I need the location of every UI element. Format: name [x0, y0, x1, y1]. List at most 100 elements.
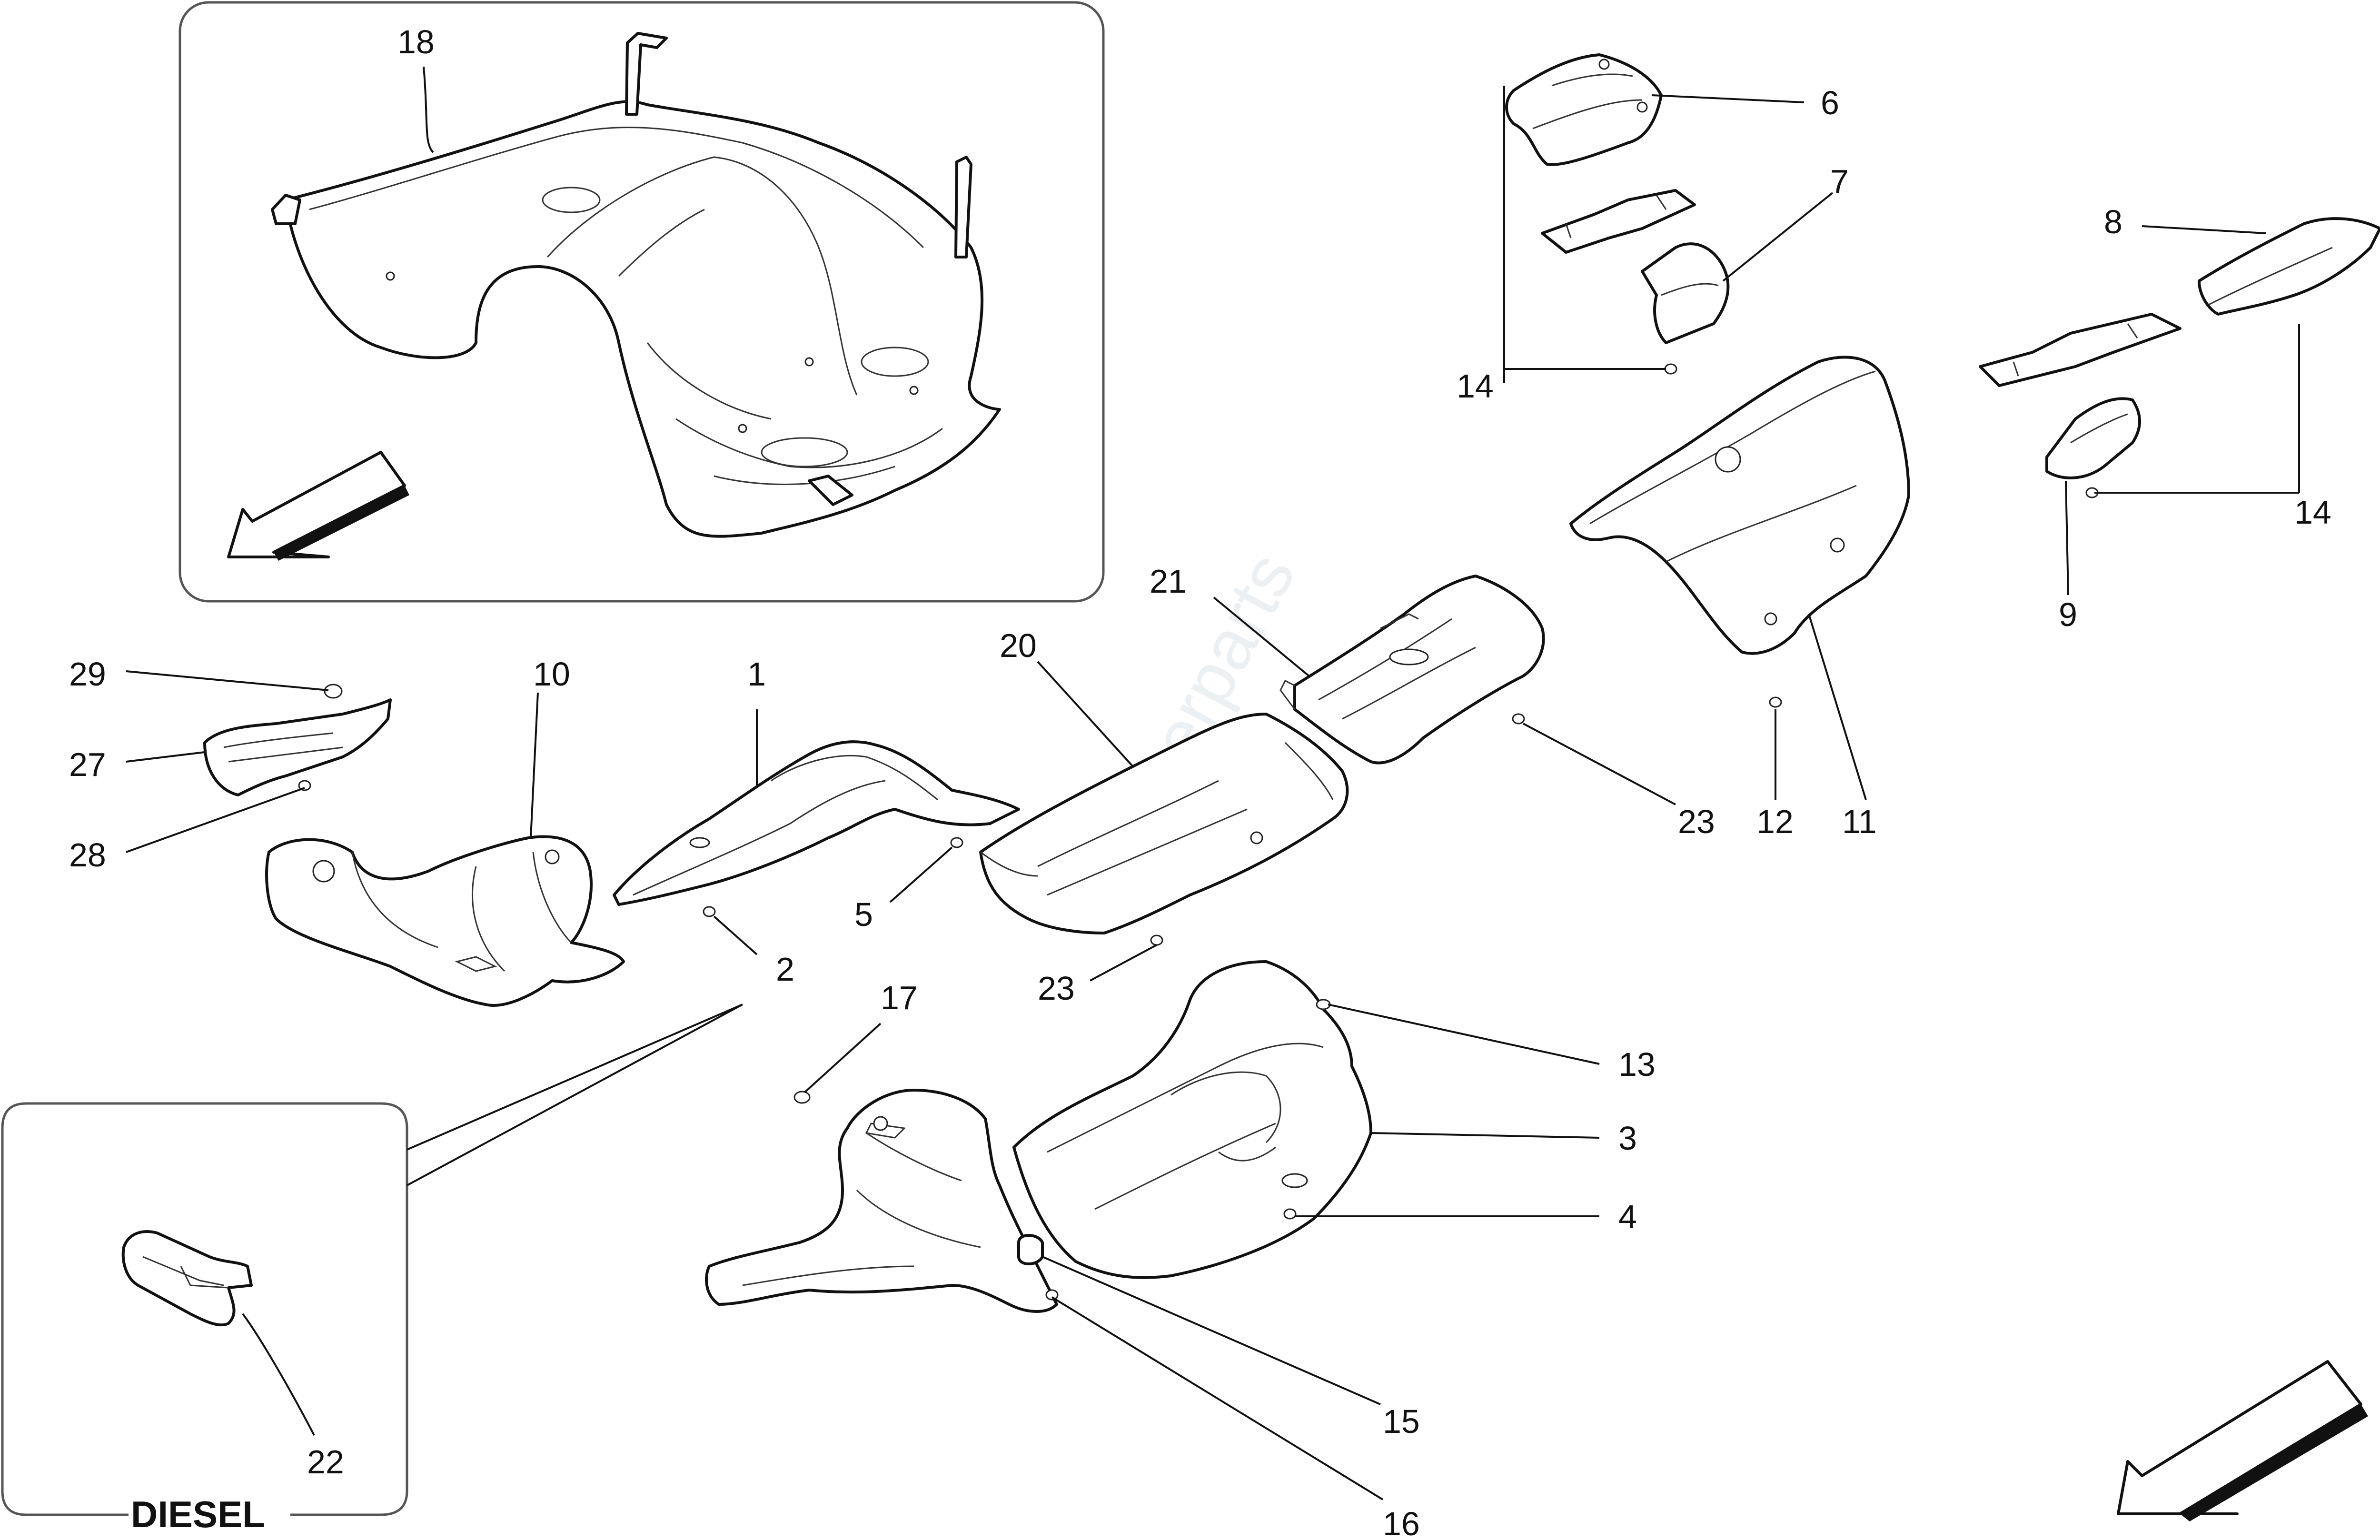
part-18-hole [386, 271, 395, 281]
callout-4: 4 [1618, 1198, 1637, 1235]
inset-box-top [178, 1, 1105, 603]
part-7-bracket-detail [1661, 283, 1719, 296]
callout-23-right: 23 [1678, 803, 1715, 840]
callout-9: 9 [2059, 596, 2077, 633]
callout-15: 15 [1383, 1403, 1420, 1440]
part-1-group [613, 740, 1020, 917]
callout-18: 18 [397, 23, 435, 60]
part-15-spacer [1017, 1234, 1044, 1265]
part-5-bolt [950, 837, 963, 848]
part-28-bolt [298, 780, 311, 791]
part-2-bolt [703, 906, 716, 917]
lower-shield-contour [742, 1132, 981, 1286]
callout-labels: 18 1 2 3 4 5 6 7 8 9 10 11 12 13 14 14 1… [69, 23, 2331, 1540]
part-11-hole [1764, 612, 1777, 626]
callout-27: 27 [69, 746, 106, 783]
diesel-leader [407, 1003, 743, 1186]
part-6-7-group [1505, 53, 1730, 375]
part-18-floor-pan [675, 418, 943, 485]
direction-arrow-top [227, 451, 409, 561]
part-18-bracket [625, 32, 668, 116]
part-10-group [265, 835, 625, 1007]
part-7-plate-detail [1565, 195, 1667, 238]
part-3-group [1012, 960, 1372, 1279]
part-16-bolt [1045, 1289, 1059, 1301]
part-23-bolt-a [1150, 934, 1163, 946]
part-3-shield [1012, 960, 1372, 1279]
callout-29: 29 [69, 656, 106, 693]
callout-11: 11 [1842, 803, 1877, 840]
callout-17: 17 [881, 979, 918, 1016]
part-18-bracket [808, 475, 853, 506]
part-1-ridge [633, 780, 886, 896]
part-22-inner [142, 1256, 229, 1289]
part-3-tunnel [1170, 1071, 1281, 1162]
inset-underbody-panel [178, 1, 1105, 603]
part-27-ribs [223, 732, 343, 763]
callout-10: 10 [533, 656, 570, 693]
part-18-hole [909, 386, 919, 395]
part-20-lip [980, 742, 1334, 877]
part-1-hole [689, 837, 710, 848]
part-9-bracket-detail [2070, 413, 2128, 444]
part-11-hole [1830, 537, 1845, 553]
part-6-hole [1598, 59, 1610, 70]
part-21-group [1279, 575, 1545, 765]
inset-diesel: DIESEL [1, 1003, 743, 1535]
part-10-hole [545, 849, 560, 864]
part-27-group [203, 684, 392, 796]
part-9-plate-detail [2013, 323, 2138, 377]
part-18-hole [738, 424, 747, 433]
diesel-label: DIESEL [131, 1493, 265, 1535]
part-17-bolt [793, 1091, 811, 1104]
lower-shield-slot [865, 1123, 906, 1139]
part-7-plate [1541, 189, 1696, 254]
callout-2: 2 [776, 951, 794, 988]
lower-tunnel-shield [705, 1089, 1058, 1313]
callout-14-left: 14 [1457, 368, 1494, 405]
part-21-pocket [1389, 648, 1429, 666]
part-29-nut [324, 684, 343, 699]
leader-lines [126, 66, 2300, 1500]
callout-1: 1 [747, 656, 766, 693]
part-21-contour [1318, 618, 1476, 720]
part-18-tunnel-side [618, 209, 772, 420]
part-18-pocket-2 [861, 347, 929, 377]
part-3-contour [1047, 1043, 1324, 1210]
part-20-group [979, 713, 1349, 946]
part-3-pocket [1281, 1173, 1308, 1188]
part-14-nut-a [1664, 363, 1677, 375]
part-20-hole [1250, 831, 1263, 845]
part-11-contour [1589, 370, 1876, 563]
part-18-pocket [542, 187, 601, 213]
part-1-shield [613, 740, 1020, 906]
part-8-fold [2208, 247, 2333, 306]
part-11-group [1569, 356, 1910, 708]
part-18-inner-ridge [309, 127, 924, 248]
lower-shield-hole [873, 1116, 888, 1131]
part-10-vent [455, 956, 497, 972]
part-20-shield [979, 713, 1349, 934]
part-13-bolt [1316, 999, 1331, 1010]
part-18-tunnel [546, 156, 858, 396]
part-18-hole [804, 357, 814, 367]
part-21-flange [1279, 613, 1419, 710]
callout-6: 6 [1821, 84, 1839, 121]
part-18-bracket [271, 194, 301, 225]
callout-3: 3 [1618, 1120, 1637, 1157]
inset-box-diesel [1, 1102, 408, 1516]
part-8-9-group [1979, 217, 2380, 498]
callout-12: 12 [1756, 803, 1794, 840]
callout-7: 7 [1830, 163, 1849, 200]
part-10-shield [265, 835, 625, 1007]
callout-5: 5 [854, 896, 873, 933]
part-21-shield [1293, 575, 1545, 765]
part-27-small-shield [203, 698, 392, 796]
callout-8: 8 [2104, 203, 2122, 240]
part-18-underbody-shield [284, 100, 1001, 538]
part-18-pocket-3 [761, 437, 848, 467]
direction-arrow-bottom [2117, 1360, 2368, 1521]
part-10-contour [351, 852, 572, 972]
part-15-17-group [705, 1089, 1059, 1313]
